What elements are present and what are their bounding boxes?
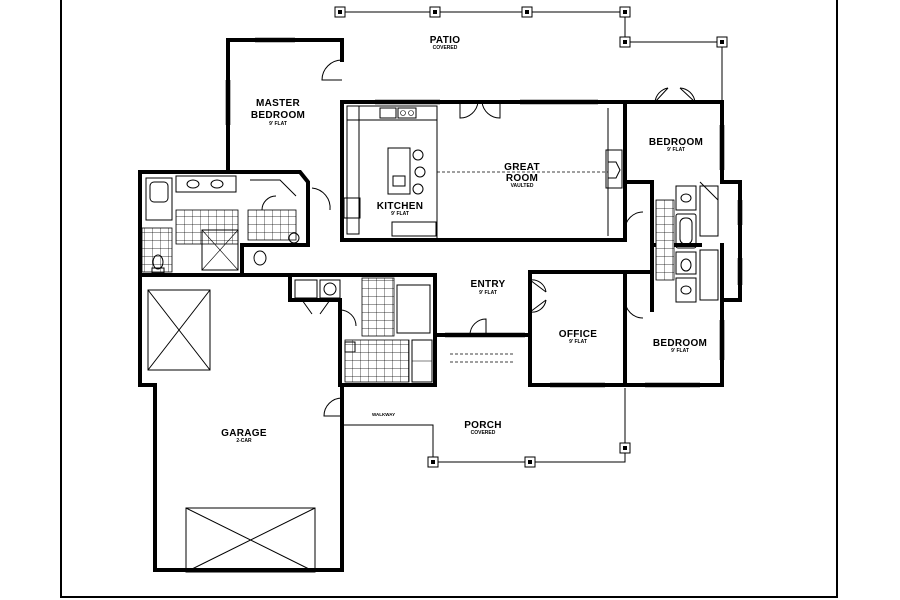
garage-door <box>185 507 316 573</box>
shared-bath <box>650 180 743 312</box>
toilet-icon <box>680 258 692 272</box>
master-bath <box>138 170 310 277</box>
door-swing <box>624 299 644 319</box>
porch <box>342 388 631 468</box>
room-label-patio: PATIO <box>430 35 461 46</box>
vanity <box>675 277 697 303</box>
room-label-office: OFFICE <box>559 329 597 340</box>
patio-post <box>716 36 728 48</box>
sink-icon <box>680 285 692 295</box>
door-swing <box>624 211 644 231</box>
kitchen-great-room <box>340 99 627 242</box>
door-swing <box>323 397 343 417</box>
patio-post <box>334 6 346 18</box>
room-note-great-room: VAULTED <box>511 183 534 189</box>
bedroom-lower <box>623 270 725 388</box>
door-swing <box>321 59 343 81</box>
laundry-utility <box>288 273 437 387</box>
door-swing <box>469 318 487 336</box>
garage <box>138 273 344 573</box>
door-swing <box>459 101 479 119</box>
bathtub <box>675 213 697 249</box>
patio-post <box>521 6 533 18</box>
sink-icon <box>680 193 692 203</box>
porch-post <box>427 456 439 468</box>
patio-post <box>429 6 441 18</box>
room-label-bedroom-upper: BEDROOM <box>649 137 703 148</box>
door-swing <box>311 187 331 211</box>
fireplace <box>605 149 623 189</box>
storage-area <box>147 289 211 371</box>
room-label-entry: ENTRY <box>470 279 505 290</box>
door-swing <box>481 101 501 119</box>
stove-icon <box>397 107 417 119</box>
entry <box>433 318 532 363</box>
room-note-office: 9' FLAT <box>569 339 587 345</box>
room-label-garage: GARAGE <box>221 428 267 439</box>
room-label-great-room-2: ROOM <box>506 173 538 184</box>
sink-icon <box>210 179 224 189</box>
room-note-entry: 9' FLAT <box>479 290 497 296</box>
room-note-bedroom-upper: 9' FLAT <box>667 147 685 153</box>
porch-post <box>619 442 631 454</box>
kitchen-island <box>387 147 411 195</box>
patio-post <box>619 6 631 18</box>
room-note-kitchen: 9' FLAT <box>391 211 409 217</box>
patio-post <box>619 36 631 48</box>
room-label-master-bedroom-1: MASTER <box>256 98 300 109</box>
patio <box>334 6 728 100</box>
room-label-great-room-1: GREAT <box>504 162 540 173</box>
office <box>528 270 627 388</box>
room-label-porch: PORCH <box>464 420 502 431</box>
dryer <box>319 279 341 299</box>
vanity <box>145 177 173 221</box>
toilet-icon <box>152 254 164 270</box>
toilet-icon <box>253 250 267 266</box>
room-note-patio: COVERED <box>433 45 458 51</box>
porch-post <box>524 456 536 468</box>
shower <box>201 229 239 271</box>
image-frame <box>60 0 838 598</box>
room-note-garage: 2-CAR <box>236 438 252 444</box>
sink-icon <box>186 179 200 189</box>
master-bedroom <box>225 37 344 242</box>
room-note-bedroom-lower: 9' FLAT <box>671 348 689 354</box>
room-note-porch: COVERED <box>471 430 496 436</box>
vanity <box>675 185 697 211</box>
refrigerator <box>343 197 361 219</box>
room-label-master-bedroom-2: BEDROOM <box>251 110 305 121</box>
washer <box>294 279 318 299</box>
room-note-master-bedroom: 9' FLAT <box>269 121 287 127</box>
sink-icon <box>379 107 397 119</box>
room-label-bedroom-lower: BEDROOM <box>653 338 707 349</box>
bedroom-upper <box>623 87 742 302</box>
room-label-kitchen: KITCHEN <box>377 201 424 212</box>
room-label-walkway: WALKWAY <box>372 412 395 417</box>
